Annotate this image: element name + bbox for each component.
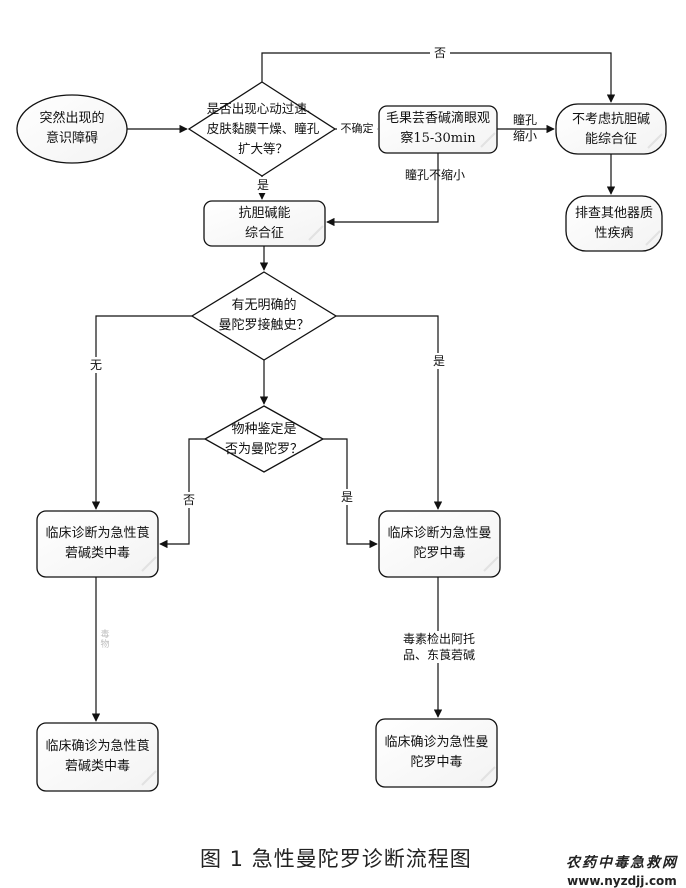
clinical-dx-tropane-box bbox=[36, 510, 159, 578]
node-not-anticholinergic: 不考虑抗胆碱能综合征 bbox=[571, 112, 650, 147]
other-disease-box bbox=[565, 195, 663, 252]
watermark-title: 农药中毒急救网 bbox=[566, 855, 678, 871]
label-pupil-constricted: 瞳孔缩小 bbox=[512, 113, 537, 143]
clinical-dx-datura-box bbox=[378, 510, 501, 578]
node-confirmed-datura: 临床确诊为急性曼陀罗中毒 bbox=[384, 735, 489, 770]
label-left-faint: 毒物 bbox=[100, 630, 110, 650]
edge-species-no bbox=[159, 438, 205, 549]
label-species-yes: 是 bbox=[339, 489, 355, 505]
node-clinical-dx-tropane: 临床诊断为急性莨菪碱类中毒 bbox=[45, 526, 150, 561]
watermark-url: www.nyzdjj.com bbox=[567, 874, 677, 888]
confirmed-datura-box bbox=[375, 718, 498, 788]
node-species-id: 物种鉴定是否为曼陀罗？ bbox=[224, 422, 303, 457]
label-contact-none: 无 bbox=[88, 357, 104, 373]
edge-contact-none bbox=[91, 315, 192, 510]
node-anticholinergic-question: 是否出现心动过速、皮肤黏膜干燥、瞳孔扩大等？ bbox=[206, 101, 320, 156]
site-watermark: 农药中毒急救网 www.nyzdjj.com bbox=[566, 852, 678, 888]
node-anticholinergic-syndrome: 抗胆碱能综合征 bbox=[238, 206, 291, 241]
node-sudden-unconscious: 突然出现的意识障碍 bbox=[39, 111, 105, 146]
label-pupil-not-constricted: 瞳孔不缩小 bbox=[404, 168, 465, 182]
figure-caption: 图 1 急性曼陀罗诊断流程图 bbox=[200, 847, 472, 871]
node-datura-contact: 有无明确的曼陀罗接触史？ bbox=[218, 298, 310, 333]
label-species-no: 否 bbox=[181, 492, 197, 508]
node-pilocarpine-test: 毛果芸香碱滴眼观察15-30min bbox=[385, 111, 490, 146]
decision-species-shape bbox=[203, 405, 325, 473]
node-other-disease: 排查其他器质性疾病 bbox=[574, 206, 653, 241]
node-confirmed-tropane: 临床确诊为急性莨菪碱类中毒 bbox=[45, 739, 150, 774]
label-no-top: 否 bbox=[430, 45, 450, 61]
label-yes-down: 是 bbox=[255, 177, 271, 193]
label-toxin-detected: 毒素检出阿托品、东莨菪碱 bbox=[394, 631, 484, 663]
edge-contact-yes bbox=[336, 315, 443, 510]
confirmed-tropane-box bbox=[36, 722, 159, 792]
label-uncertain: 不确定 bbox=[337, 121, 377, 137]
label-contact-yes: 是 bbox=[431, 353, 447, 369]
node-clinical-dx-datura: 临床诊断为急性曼陀罗中毒 bbox=[387, 526, 492, 561]
edge-pupil-not-constricted bbox=[326, 153, 439, 227]
